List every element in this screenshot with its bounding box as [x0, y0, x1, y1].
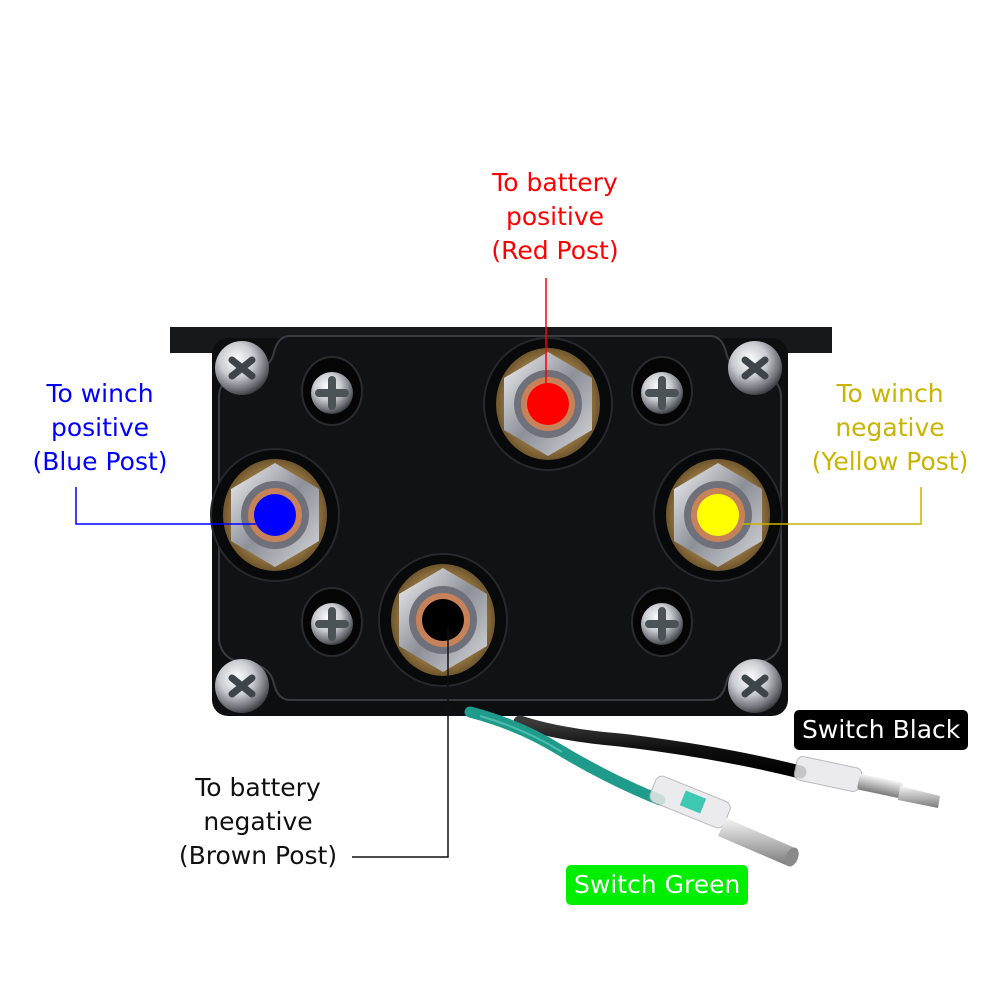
blue-post-marker: [254, 494, 296, 536]
blue-post-label: To winch positive (Blue Post): [5, 377, 195, 479]
cover-screw-icon: [631, 587, 693, 657]
blue-post: [210, 448, 340, 582]
corner-screw-icon: [728, 341, 782, 395]
black-switch-wire: [513, 715, 807, 779]
brown-post-marker: [422, 599, 464, 641]
yellow-post: [653, 448, 783, 582]
corner-screw-icon: [215, 659, 269, 713]
brown-post: [378, 553, 508, 687]
label-line: (Red Post): [491, 236, 619, 265]
red-post-marker: [527, 383, 569, 425]
label-line: (Yellow Post): [811, 447, 969, 476]
switch-black-badge: Switch Black: [794, 710, 969, 750]
label-line: negative: [203, 807, 313, 836]
cover-screw-icon: [301, 587, 363, 657]
label-line: (Blue Post): [32, 447, 168, 476]
label-line: To winch: [836, 379, 944, 408]
label-line: To battery: [492, 168, 618, 197]
blue-leader-line: [75, 487, 265, 525]
yellow-leader-line: [742, 487, 922, 525]
yellow-post-marker: [697, 494, 739, 536]
label-line: To winch: [46, 379, 154, 408]
cover-screw-icon: [631, 356, 693, 426]
label-line: (Brown Post): [178, 841, 338, 870]
yellow-post-label: To winch negative (Yellow Post): [790, 377, 990, 479]
red-post: [483, 337, 613, 471]
corner-screw-icon: [728, 659, 782, 713]
green-switch-wire: [464, 706, 666, 806]
label-line: negative: [835, 413, 945, 442]
cover-screw-icon: [301, 356, 363, 426]
brown-leader-line: [352, 628, 449, 858]
brown-post-label: To battery negative (Brown Post): [160, 771, 356, 873]
bullet-connector-icon: [649, 775, 799, 867]
red-post-label: To battery positive (Red Post): [455, 166, 655, 268]
label-line: positive: [505, 202, 605, 231]
label-line: positive: [50, 413, 150, 442]
label-line: To battery: [195, 773, 321, 802]
bullet-connector-icon: [793, 756, 940, 808]
switch-green-badge: Switch Green: [566, 865, 749, 905]
corner-screw-icon: [215, 341, 269, 395]
